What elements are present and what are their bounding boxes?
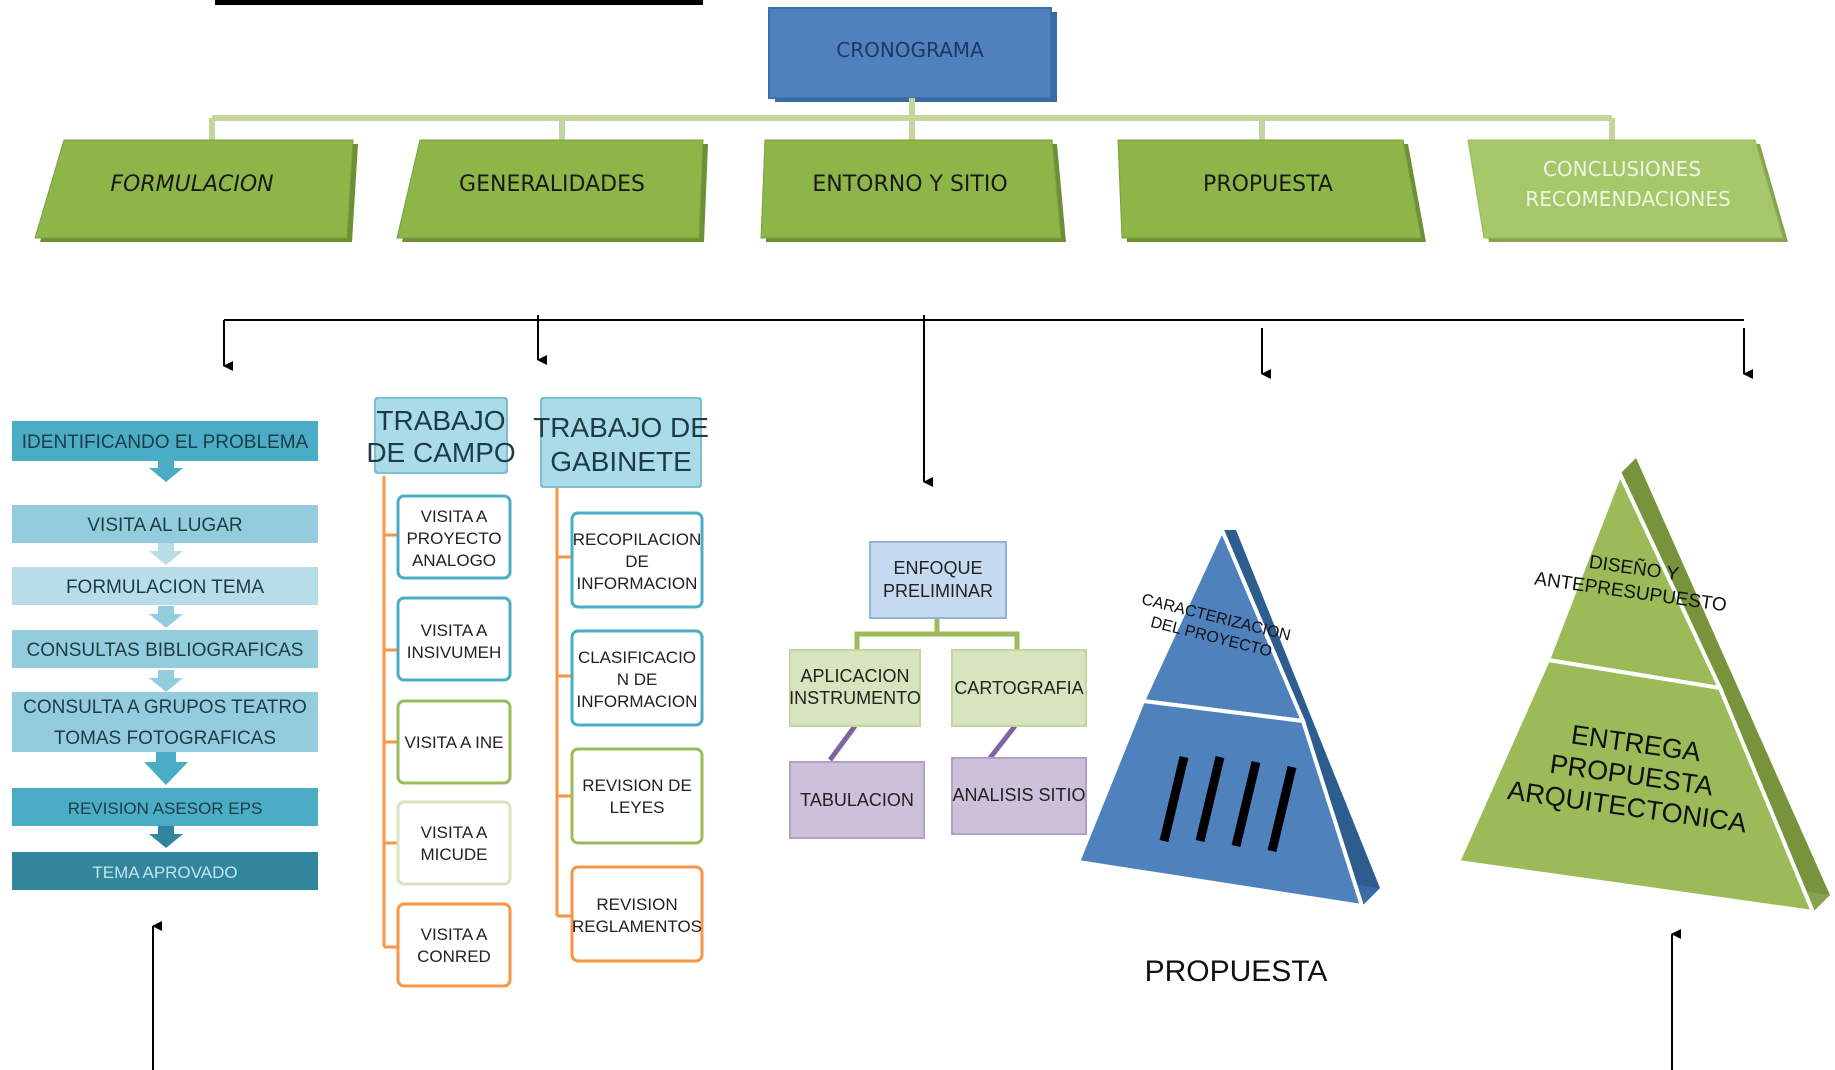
gabinete-connector	[555, 488, 572, 918]
process-step[interactable]: VISITA AL LUGAR	[12, 505, 318, 543]
gabinete-item-label: REVISION	[596, 895, 677, 914]
phase-entorno[interactable]: ENTORNO Y SITIO	[760, 139, 1066, 242]
process-step-label: TOMAS FOTOGRAFICAS	[54, 728, 276, 749]
entorno-right-child-label: ANALISIS SITIO	[952, 785, 1085, 805]
campo-item[interactable]: VISITA A INE	[396, 699, 512, 785]
trabajo-campo-group: TRABAJO DE CAMPO VISITA A PROYECTO ANALO…	[366, 397, 516, 988]
gabinete-item[interactable]: REVISION REGLAMENTOS	[570, 865, 704, 963]
entorno-right-child-node[interactable]: ANALISIS SITIO	[951, 757, 1087, 835]
process-step[interactable]: REVISION ASESOR EPS	[12, 788, 318, 826]
campo-item[interactable]: VISITA A PROYECTO ANALOGO	[396, 494, 512, 580]
entorno-tree: ENFOQUE PRELIMINAR APLICACION INSTRUMENT…	[789, 541, 1087, 839]
campo-item-label: INSIVUMEH	[407, 643, 501, 662]
gabinete-item[interactable]: RECOPILACION DE INFORMACION	[570, 511, 704, 609]
phase-connectors	[209, 98, 1615, 140]
campo-item-label: VISITA A INE	[405, 733, 504, 752]
campo-item-label: VISITA A	[421, 823, 488, 842]
pyramid-bottom-section	[1075, 698, 1365, 909]
process-step-label: CONSULTAS BIBLIOGRAFICAS	[27, 640, 304, 661]
phase-formulacion-label: FORMULACION	[110, 172, 273, 197]
pyramid-bottom-section	[1455, 657, 1817, 915]
entorno-left-child-label: TABULACION	[800, 790, 914, 810]
phase-entorno-label: ENTORNO Y SITIO	[812, 172, 1007, 197]
campo-item[interactable]: VISITA A MICUDE	[396, 800, 512, 886]
pyramid-bars	[1159, 755, 1297, 853]
process-step-label: IDENTIFICANDO EL PROBLEMA	[22, 432, 309, 453]
gabinete-item-label: DE	[625, 552, 649, 571]
gabinete-item-label: REGLAMENTOS	[572, 917, 702, 936]
phase-conclusiones-label-1: CONCLUSIONES	[1543, 157, 1701, 181]
gabinete-item-label: N DE	[617, 670, 658, 689]
gabinete-item-label: INFORMACION	[577, 574, 698, 593]
gabinete-header-label: TRABAJO DE	[533, 412, 709, 443]
phase-generalidades-label: GENERALIDADES	[459, 172, 645, 197]
entorno-left-label: INSTRUMENTO	[789, 688, 921, 708]
phase-conclusiones[interactable]: CONCLUSIONES RECOMENDACIONES	[1467, 139, 1788, 242]
entorno-connectors	[827, 618, 1020, 762]
gabinete-item-label: CLASIFICACIO	[578, 648, 696, 667]
entorno-right-node[interactable]: CARTOGRAFIA	[951, 649, 1087, 727]
trabajo-gabinete-group: TRABAJO DE GABINETE RECOPILACION DE INFO…	[533, 397, 709, 963]
process-step[interactable]: IDENTIFICANDO EL PROBLEMA	[12, 421, 318, 461]
entorno-top-label: PRELIMINAR	[883, 581, 993, 601]
process-arrows	[144, 460, 188, 848]
campo-item[interactable]: VISITA A CONRED	[396, 902, 512, 988]
entorno-left-label: APLICACION	[800, 666, 909, 686]
distribution-arrows	[152, 315, 1753, 1070]
entorno-right-label: CARTOGRAFIA	[954, 678, 1083, 698]
campo-item[interactable]: VISITA A INSIVUMEH	[396, 596, 512, 682]
process-step-label: CONSULTA A GRUPOS TEATRO	[23, 697, 307, 718]
campo-header-label: DE CAMPO	[366, 437, 515, 468]
phase-generalidades[interactable]: GENERALIDADES	[396, 139, 708, 242]
campo-header[interactable]: TRABAJO DE CAMPO	[366, 397, 516, 474]
entorno-top-node[interactable]: ENFOQUE PRELIMINAR	[869, 541, 1007, 619]
campo-item-label: CONRED	[417, 947, 491, 966]
propuesta-pyramid[interactable]: CARACTERIZACION DEL PROYECTO	[1075, 525, 1380, 909]
conclusiones-pyramid[interactable]: DISEÑO Y ANTEPRESUPUESTO ENTREGA PROPUES…	[1455, 458, 1830, 915]
propuesta-caption: PROPUESTA	[1145, 955, 1328, 988]
campo-item-label: VISITA A	[421, 621, 488, 640]
campo-item-label: VISITA A	[421, 507, 488, 526]
phase-formulacion[interactable]: FORMULACION	[34, 139, 358, 242]
gabinete-item-label: REVISION DE	[582, 776, 692, 795]
gabinete-item[interactable]: CLASIFICACIO N DE INFORMACION	[570, 629, 704, 727]
campo-connector	[382, 476, 398, 949]
phase-propuesta[interactable]: PROPUESTA	[1117, 139, 1426, 242]
formulacion-process: IDENTIFICANDO EL PROBLEMA VISITA AL LUGA…	[12, 421, 318, 890]
process-step-label: REVISION ASESOR EPS	[68, 799, 263, 818]
gabinete-item[interactable]: REVISION DE LEYES	[570, 747, 704, 845]
campo-item-label: PROYECTO	[406, 529, 501, 548]
entorno-left-node[interactable]: APLICACION INSTRUMENTO	[789, 649, 921, 727]
pyramid-side	[1620, 458, 1830, 912]
phase-propuesta-label: PROPUESTA	[1203, 172, 1333, 197]
entorno-left-child-node[interactable]: TABULACION	[789, 761, 925, 839]
phase-conclusiones-label-2: RECOMENDACIONES	[1525, 187, 1730, 211]
process-step-label: VISITA AL LUGAR	[87, 515, 242, 536]
campo-item-label: MICUDE	[420, 845, 487, 864]
gabinete-header-label: GABINETE	[550, 446, 692, 477]
process-step-label: TEMA APROVADO	[92, 863, 237, 882]
gabinete-item-label: LEYES	[610, 798, 665, 817]
entorno-top-label: ENFOQUE	[893, 558, 982, 578]
gabinete-item-label: RECOPILACION	[573, 530, 701, 549]
root-node[interactable]: CRONOGRAMA	[768, 7, 1057, 102]
campo-header-label: TRABAJO	[376, 405, 505, 436]
process-step[interactable]: CONSULTAS BIBLIOGRAFICAS	[12, 630, 318, 668]
root-label: CRONOGRAMA	[836, 38, 984, 62]
process-step-label: FORMULACION TEMA	[66, 577, 264, 598]
campo-item-label: ANALOGO	[412, 551, 496, 570]
gabinete-header[interactable]: TRABAJO DE GABINETE	[533, 397, 709, 488]
process-step[interactable]: TEMA APROVADO	[12, 852, 318, 890]
campo-item-label: VISITA A	[421, 925, 488, 944]
process-step[interactable]: CONSULTA A GRUPOS TEATRO TOMAS FOTOGRAFI…	[12, 692, 318, 752]
gabinete-item-label: INFORMACION	[577, 692, 698, 711]
top-bar	[215, 0, 703, 5]
process-step[interactable]: FORMULACION TEMA	[12, 567, 318, 605]
